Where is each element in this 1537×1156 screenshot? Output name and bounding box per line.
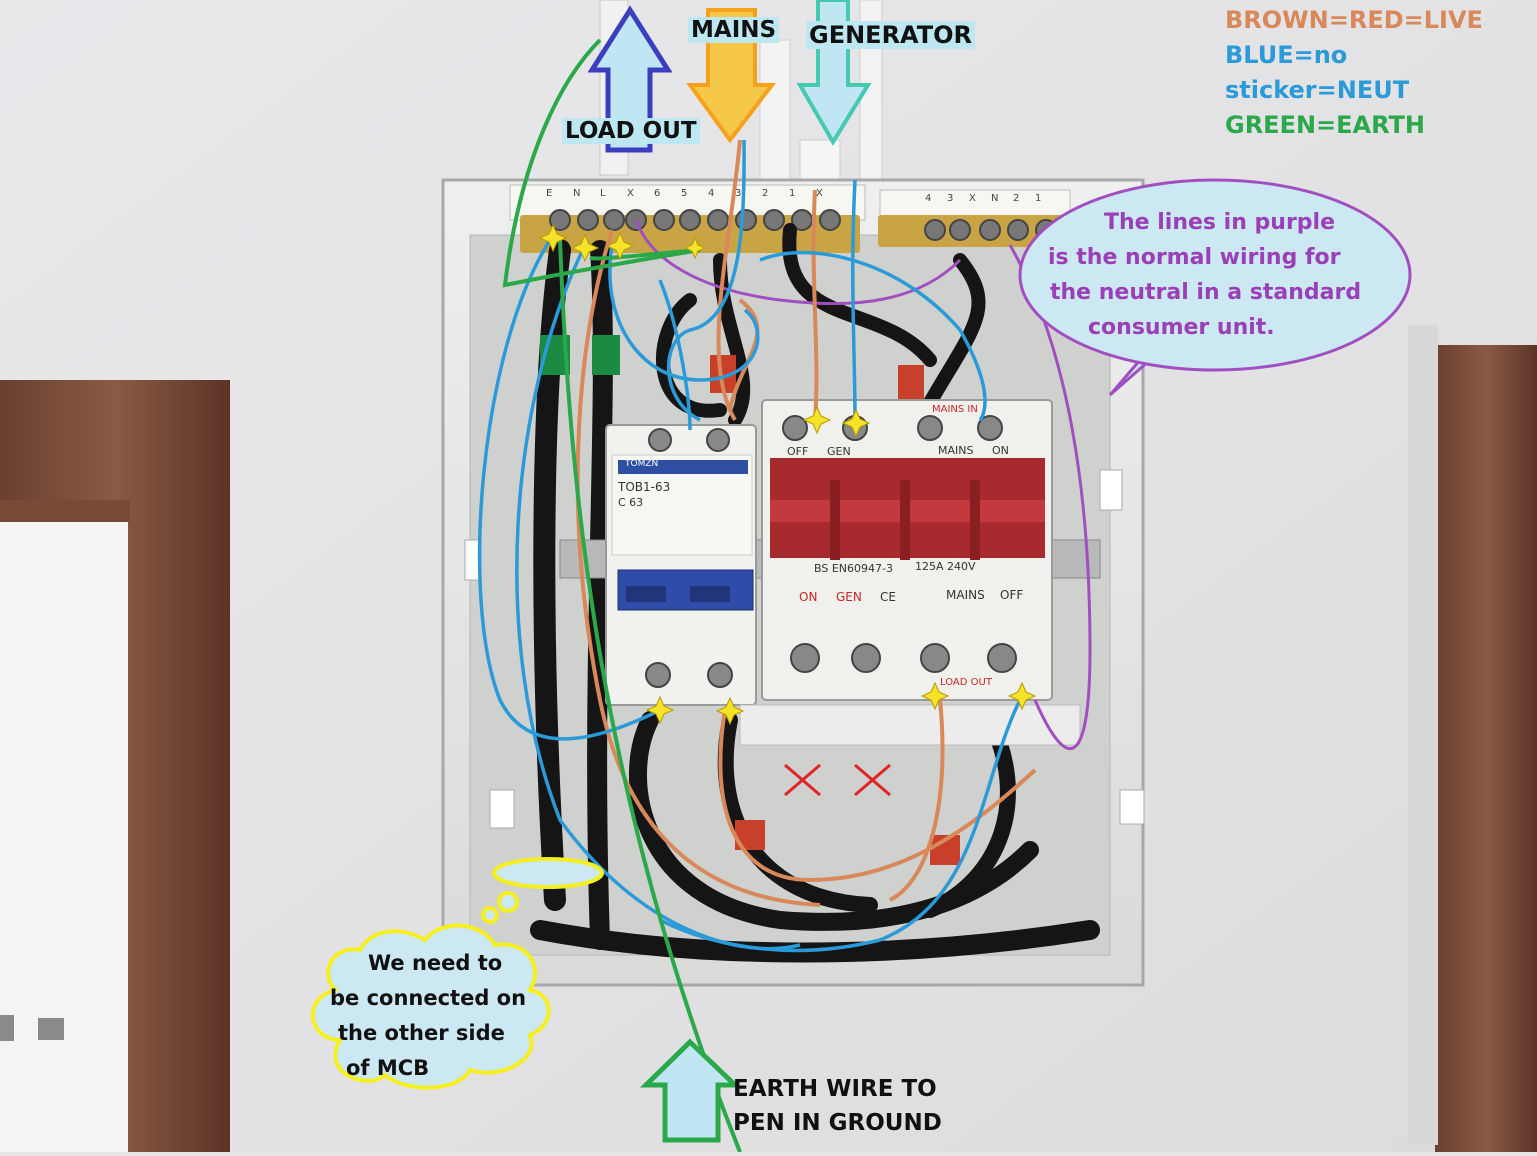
terminal-mark: 1	[1035, 193, 1042, 204]
cloud-line-1: We need to	[368, 951, 503, 975]
terminal-mark: X	[816, 188, 823, 199]
cloud-line-3: the other side	[338, 1021, 505, 1045]
terminal-mark: 2	[762, 188, 769, 199]
switch-bottom-gen: GEN	[836, 590, 862, 604]
speech-bubble-line-3: the neutral in a standard	[1050, 280, 1362, 305]
switch-bottom-off: OFF	[1000, 588, 1024, 602]
down-arrow-icon	[796, 0, 872, 146]
green-earth-lines	[502, 38, 742, 1153]
cloud-line-4: of MCB	[346, 1056, 430, 1080]
generator-label: GENERATOR	[806, 21, 976, 49]
switch-top-mains: MAINS	[938, 444, 974, 457]
terminal-mark: N	[573, 188, 581, 199]
mcb-rating: C 63	[618, 496, 644, 509]
terminal-mark: 1	[789, 188, 796, 199]
cloud-line-2: be connected on	[330, 986, 527, 1010]
terminal-strip-left-marks: E N L X 6 5 4 3 2 1 X	[546, 188, 866, 204]
switch-top-gen: GEN	[827, 445, 851, 458]
junction-star-icon	[538, 223, 1037, 726]
changeover-switch	[739, 399, 1081, 746]
switch-in-mains: MAINS IN	[932, 404, 978, 415]
terminal-mark: 5	[681, 188, 688, 199]
switch-standard: BS EN60947-3	[814, 562, 893, 575]
earth-wire-label-line-1: EARTH WIRE TO	[733, 1076, 937, 1102]
up-arrow-icon	[639, 1038, 742, 1143]
load-out-label: LOAD OUT	[562, 118, 700, 144]
right-window-frame	[1408, 325, 1537, 1155]
cross-mark-icon	[784, 763, 891, 797]
terminal-mark: 2	[1013, 193, 1020, 204]
terminal-mark: L	[600, 188, 606, 199]
terminal-mark: 4	[708, 188, 715, 199]
earth-wire-label-line-2: PEN IN GROUND	[733, 1110, 942, 1136]
terminal-mark: 3	[735, 188, 742, 199]
up-arrow-icon	[587, 5, 673, 153]
switch-bottom-ce: CE	[880, 590, 896, 604]
speech-bubble	[1018, 178, 1412, 397]
terminal-mark: X	[627, 188, 634, 199]
speech-bubble-line-2: is the normal wiring for	[1048, 245, 1341, 270]
mcb-model: TOB1-63	[618, 480, 671, 494]
switch-bottom-mains: MAINS	[946, 588, 985, 602]
legend-brown: BROWN=RED=LIVE	[1225, 6, 1483, 34]
switch-bottom-on: ON	[799, 590, 818, 604]
terminal-strip-right-marks: 4 3 X N 2 1	[925, 193, 1065, 209]
blue-neutral-lines	[477, 139, 1022, 953]
terminal-mark: E	[546, 188, 553, 199]
color-legend: BROWN=RED=LIVE BLUE=no sticker=NEUT GREE…	[1225, 3, 1537, 143]
mcb-brand: TOMZN	[625, 459, 659, 469]
mcb-breaker	[605, 424, 757, 706]
legend-blue: BLUE=no sticker=NEUT	[1225, 41, 1410, 104]
terminal-mark: 6	[654, 188, 661, 199]
mains-label: MAINS	[688, 17, 780, 43]
left-window-frame	[0, 380, 230, 1156]
terminal-mark: 4	[925, 193, 932, 204]
thought-cloud	[310, 857, 604, 1090]
terminal-mark: X	[969, 193, 976, 204]
speech-bubble-line-1: The lines in purple	[1104, 210, 1335, 235]
switch-rating: 125A 240V	[915, 560, 976, 573]
brown-live-lines	[575, 139, 1037, 907]
speech-bubble-line-4: consumer unit.	[1088, 315, 1275, 340]
switch-top-off: OFF	[787, 445, 809, 458]
terminal-mark: 3	[947, 193, 954, 204]
legend-green: GREEN=EARTH	[1225, 111, 1425, 139]
switch-load-out: LOAD OUT	[940, 677, 992, 688]
terminal-mark: N	[991, 193, 999, 204]
switch-top-on: ON	[992, 444, 1009, 457]
